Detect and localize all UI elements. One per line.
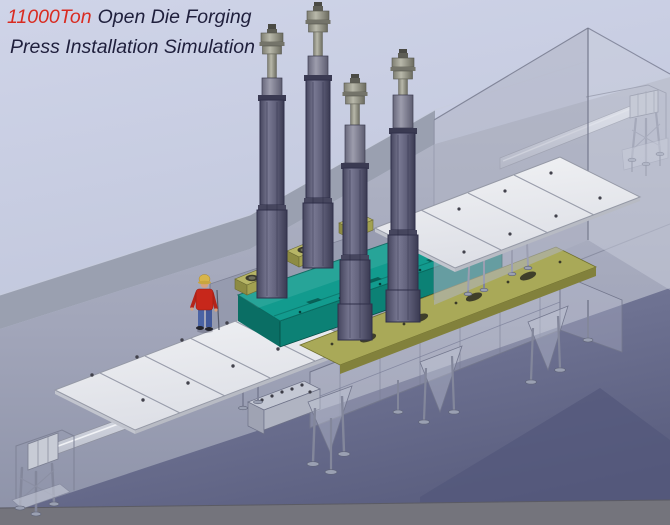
column-step bbox=[389, 230, 417, 235]
hex-nut bbox=[306, 10, 330, 21]
anchor-brace bbox=[19, 469, 55, 501]
rod-sleeve bbox=[344, 124, 366, 164]
column-cap-flange bbox=[341, 163, 369, 169]
worker-hand bbox=[214, 308, 218, 312]
rod-tip-cap bbox=[268, 24, 276, 30]
rod-sleeve bbox=[261, 77, 283, 98]
base-frame-right-face bbox=[559, 273, 623, 353]
hex-nut bbox=[393, 70, 413, 80]
washer bbox=[259, 42, 285, 46]
machine-feet bbox=[306, 337, 594, 475]
column-upper-body bbox=[390, 132, 416, 231]
worker-right-leg bbox=[206, 309, 212, 327]
rod-tip-knob bbox=[313, 6, 323, 11]
worker-left-leg bbox=[198, 309, 204, 327]
worker-figure bbox=[190, 274, 220, 333]
column-lower-body bbox=[302, 202, 334, 269]
bolted-detail-block bbox=[247, 380, 321, 435]
column-foot-section bbox=[385, 289, 421, 323]
column-cap-flange bbox=[389, 128, 417, 134]
rod-tip-cap bbox=[399, 49, 407, 54]
threaded-rod bbox=[398, 78, 408, 96]
worker-shoe bbox=[196, 326, 204, 330]
hex-nut bbox=[345, 95, 365, 105]
column-upper-body bbox=[305, 79, 331, 199]
hex-nut bbox=[262, 45, 282, 55]
frame-beam-line bbox=[309, 301, 561, 401]
plate-thickness-edge bbox=[455, 197, 640, 272]
press-column-2 bbox=[302, 2, 334, 269]
hard-hat-brim bbox=[198, 280, 211, 285]
pit-floor-dark-corner bbox=[420, 388, 670, 525]
block-right-face bbox=[588, 28, 670, 290]
support-trestles bbox=[307, 300, 589, 470]
plate-thickness-edge bbox=[135, 344, 360, 434]
column-step bbox=[341, 255, 369, 260]
pit-floor bbox=[0, 223, 670, 525]
column-step bbox=[304, 198, 332, 203]
title-tonnage: 11000Ton bbox=[7, 6, 92, 28]
plate-divider-lines bbox=[420, 174, 595, 251]
rod-sleeve bbox=[392, 94, 414, 129]
washer bbox=[305, 20, 331, 24]
column-lower-body bbox=[256, 209, 288, 299]
hex-nut bbox=[343, 82, 367, 93]
press-column-4 bbox=[385, 49, 421, 323]
rod-tip-knob bbox=[398, 53, 408, 58]
threaded-rod bbox=[267, 53, 277, 79]
anchor-foot bbox=[14, 505, 26, 511]
washer bbox=[342, 92, 368, 96]
rod-tip-cap bbox=[314, 2, 322, 7]
base-plate-front bbox=[340, 267, 596, 374]
left-rod-anchor-frame bbox=[11, 429, 75, 517]
washer bbox=[390, 67, 416, 71]
bottom-strip-edge bbox=[0, 499, 670, 509]
rod-sleeve bbox=[307, 55, 329, 77]
press-column-3 bbox=[337, 74, 373, 341]
column-lower-body bbox=[339, 259, 371, 305]
column-upper-body bbox=[259, 99, 285, 206]
hex-nut bbox=[391, 57, 415, 68]
rod-tip-knob bbox=[267, 29, 277, 34]
anchor-foot bbox=[30, 511, 42, 517]
worker-shoe bbox=[205, 327, 213, 331]
column-cap-flange bbox=[258, 95, 286, 101]
worker-torso bbox=[195, 288, 214, 311]
column-step bbox=[258, 205, 286, 210]
block-top-left-edge bbox=[433, 27, 589, 121]
worker-hand bbox=[190, 307, 194, 311]
anchor-foot bbox=[48, 501, 60, 507]
press-columns bbox=[256, 2, 421, 341]
column-lower-body bbox=[387, 234, 419, 291]
block-top-right-edge bbox=[587, 27, 670, 75]
threaded-rod bbox=[350, 103, 360, 126]
title-line-1: 11000Ton Open Die Forging bbox=[7, 6, 252, 28]
rod-tip-knob bbox=[350, 78, 360, 83]
survey-pole bbox=[216, 289, 220, 331]
threaded-rod bbox=[313, 31, 323, 57]
column-cap-flange bbox=[304, 75, 332, 81]
anchor-top-beam bbox=[15, 429, 75, 447]
pit-far-wall-band bbox=[0, 110, 435, 329]
column-upper-body bbox=[342, 167, 368, 256]
title-line-2: Press Installation Simulation bbox=[10, 36, 255, 58]
hex-nut bbox=[260, 32, 284, 43]
title: 11000Ton Open Die Forging Press Installat… bbox=[7, 6, 255, 58]
column-foot-section bbox=[337, 303, 373, 341]
plate-end-edge bbox=[55, 390, 135, 434]
press-column-1 bbox=[256, 24, 288, 299]
hex-nut bbox=[308, 23, 328, 33]
title-line1-rest: Open Die Forging bbox=[98, 6, 252, 28]
rod-tip-cap bbox=[351, 74, 359, 79]
platform-left-end-face bbox=[238, 295, 280, 347]
